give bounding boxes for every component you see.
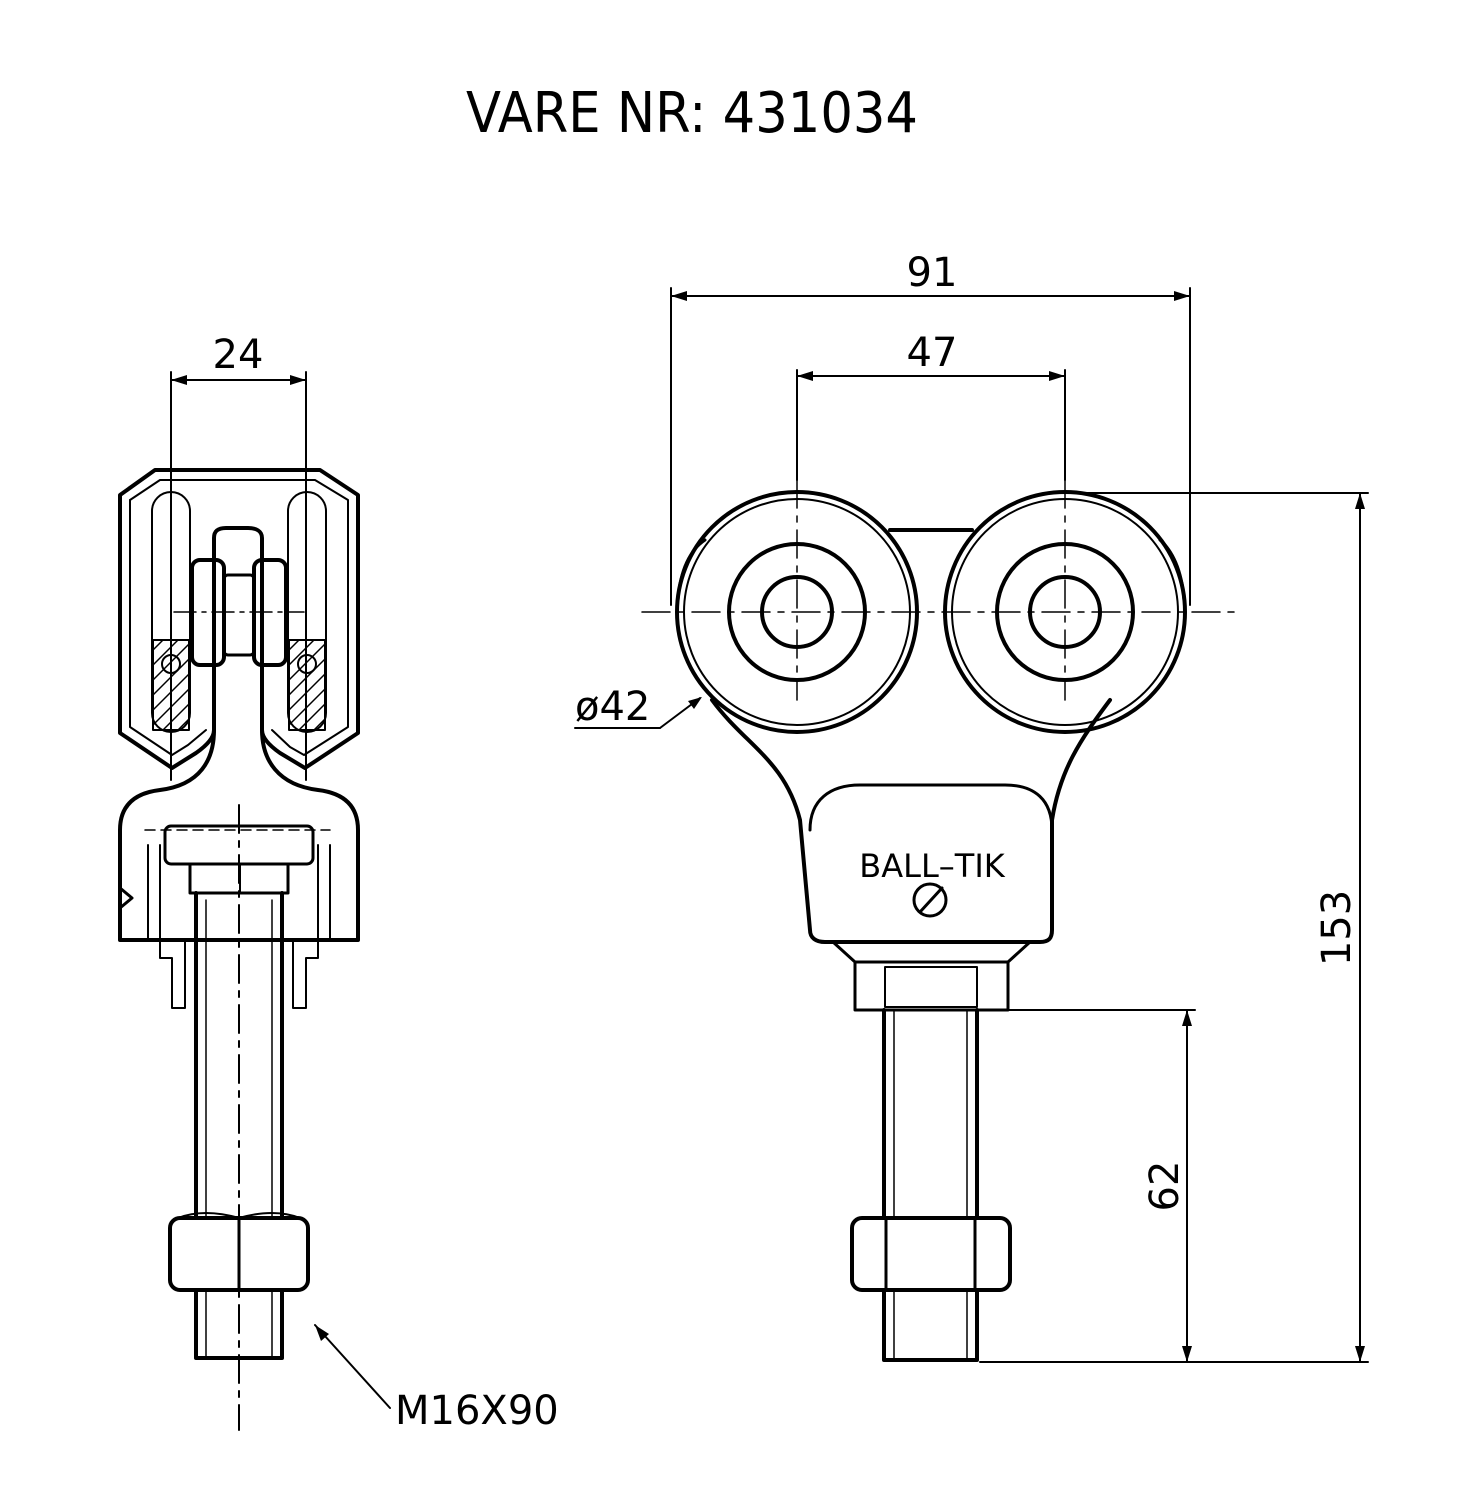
dimension-overall-width: 91	[907, 250, 958, 296]
dimension-bolt-length: 62	[1142, 1161, 1188, 1212]
dimension-91: 91	[670, 250, 1191, 606]
side-view	[118, 468, 360, 1431]
dimension-wheel-spacing: 47	[907, 330, 958, 376]
dimension-wheel-diameter: ø42	[575, 684, 650, 730]
dimension-62: 62	[1004, 1009, 1196, 1363]
bolt-spec-label: M16X90	[395, 1388, 559, 1434]
front-view: BALL–TIK	[641, 479, 1243, 1362]
dimension-153: 153	[979, 492, 1369, 1363]
dimension-24: 24	[170, 332, 307, 781]
dimension-diameter: ø42	[574, 684, 702, 730]
bolt-spec-callout: M16X90	[314, 1324, 559, 1434]
drawing-title: VARE NR: 431034	[466, 81, 918, 146]
dimension-47: 47	[796, 330, 1066, 481]
brand-label: BALL–TIK	[859, 847, 1005, 885]
dimension-total-height: 153	[1314, 890, 1360, 966]
dimension-width-side: 24	[213, 332, 264, 378]
